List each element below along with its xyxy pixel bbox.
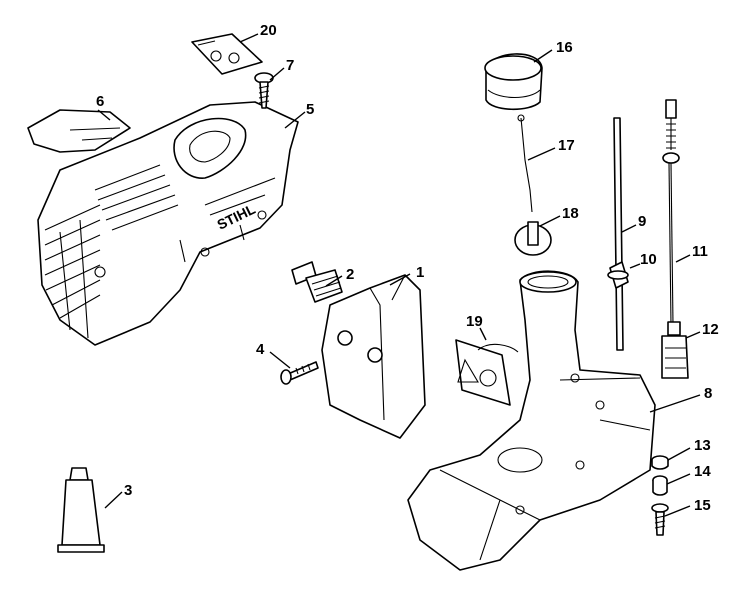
callout-12: 12	[702, 321, 719, 338]
part-8-fuel-tank[interactable]	[407, 270, 656, 571]
callout-10: 10	[640, 251, 657, 268]
part-15-screw[interactable]	[651, 503, 669, 536]
callout-13: 13	[694, 437, 711, 454]
callout-16: 16	[556, 39, 573, 56]
callout-5: 5	[306, 101, 314, 118]
part-16-tank-cap[interactable]	[484, 53, 543, 111]
callout-18: 18	[562, 205, 579, 222]
part-12-fuel-filter[interactable]	[661, 321, 689, 379]
callout-20: 20	[260, 22, 277, 39]
callout-4: 4	[256, 341, 265, 358]
part-1-muffler[interactable]	[321, 274, 426, 439]
callout-11: 11	[692, 243, 708, 260]
callout-14: 14	[694, 463, 711, 480]
callout-1: 1	[416, 264, 424, 281]
callout-8: 8	[704, 385, 712, 402]
part-10-grommet[interactable]	[607, 261, 629, 289]
part-9-fuel-hose[interactable]	[613, 117, 624, 351]
part-20-decal[interactable]	[191, 33, 263, 75]
part-19-warning-label[interactable]	[455, 339, 519, 406]
part-18-vent[interactable]	[514, 221, 552, 256]
callout-19: 19	[466, 313, 483, 330]
leader-lines	[97, 33, 701, 517]
callout-2: 2	[346, 266, 354, 283]
part-3-grease-tube[interactable]	[57, 467, 105, 553]
callout-6: 6	[96, 93, 104, 110]
callout-17: 17	[558, 137, 575, 154]
callout-labels: 1 2 3 4 5 6 7 8 9 10 11 12 13 14 15 16 1…	[96, 22, 719, 514]
part-4-screw[interactable]	[280, 361, 319, 385]
part-5-shroud[interactable]	[37, 101, 299, 346]
callout-3: 3	[124, 482, 132, 499]
part-6-deflector[interactable]	[27, 109, 131, 153]
callout-7: 7	[286, 57, 294, 74]
part-7-screw[interactable]	[254, 72, 274, 109]
callout-15: 15	[694, 497, 711, 514]
part-11-pickup-hose[interactable]	[662, 99, 680, 326]
part-2-spark-arrestor[interactable]	[291, 261, 343, 303]
callout-9: 9	[638, 213, 646, 230]
part-14-sleeve[interactable]	[652, 475, 668, 496]
part-17-retainer[interactable]	[517, 114, 533, 213]
part-13-washer[interactable]	[651, 455, 669, 470]
